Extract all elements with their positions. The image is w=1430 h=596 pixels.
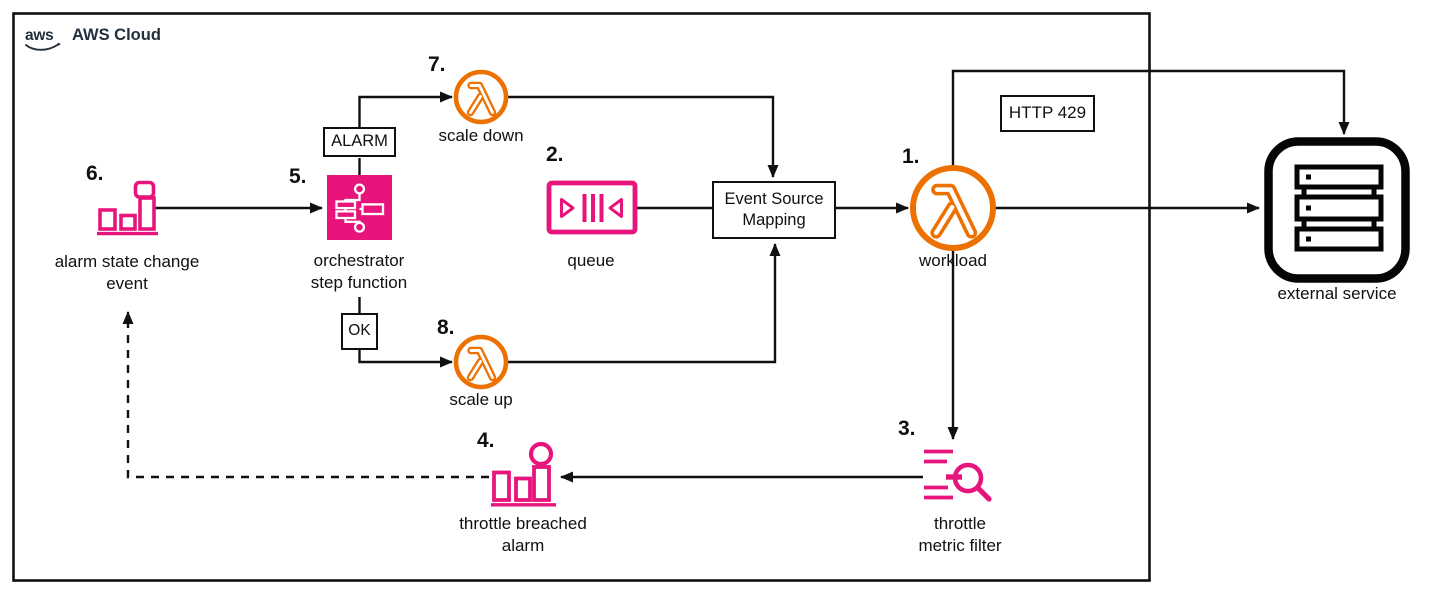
aws-cloud-label: AWS Cloud (72, 26, 161, 44)
step-number-7: 7. (428, 53, 446, 76)
orchestrator-label: orchestrator step function (311, 250, 407, 295)
step-number-3: 3. (898, 417, 916, 440)
conn-alarm-box-to-scale-down (358, 91, 453, 127)
event-source-mapping-line1: Event Source (724, 189, 824, 208)
lambda-icon (910, 165, 996, 251)
step-number-8: 8. (437, 316, 455, 339)
metric-filter-label-line2: metric filter (918, 536, 1002, 556)
lambda-icon (453, 334, 509, 390)
conn-workload-to-external-top (951, 69, 1350, 167)
cloudwatch-alarm-icon (491, 441, 556, 507)
event-source-mapping-text: Event Source Mapping (724, 189, 823, 232)
conn-breached-alarm-to-alarm-event-dashed (122, 311, 489, 479)
alarm-event-label-line1: alarm state change (54, 252, 200, 271)
aws-cloud-boundary (12, 12, 1151, 582)
step-number-6: 6. (86, 162, 104, 185)
step-number-2: 2. (546, 143, 564, 166)
step-functions-icon (327, 175, 392, 240)
breached-alarm-label-line1: throttle breached (459, 514, 587, 533)
step-number-5: 5. (289, 165, 307, 188)
ok-state-box: OK (341, 313, 378, 350)
breached-alarm-label-line2: alarm (501, 536, 545, 556)
step-number-4: 4. (477, 429, 495, 452)
server-icon (1264, 137, 1410, 283)
breached-alarm-label: throttle breached alarm (459, 513, 587, 558)
conn-scale-down-to-esm (506, 95, 779, 178)
alarm-event-label-line2: event (106, 274, 148, 294)
lambda-icon (453, 69, 509, 125)
alarm-state-box: ALARM (323, 127, 396, 157)
event-source-mapping-box: Event Source Mapping (712, 181, 836, 239)
sqs-queue-icon (546, 180, 638, 235)
metric-filter-label: throttle metric filter (918, 513, 1001, 558)
event-source-mapping-line2: Mapping (742, 211, 806, 229)
workload-label: workload (918, 251, 988, 270)
queue-label: queue (567, 251, 615, 270)
scale-down-label: scale down (438, 126, 524, 145)
scale-up-label: scale up (449, 390, 513, 409)
metric-filter-label-line1: throttle (934, 514, 986, 533)
http-429-box: HTTP 429 (1000, 95, 1095, 132)
svg-text:aws: aws (25, 27, 53, 44)
conn-scale-up-to-esm (506, 243, 781, 364)
aws-logo: aws (25, 27, 61, 51)
external-service-label: external service (1277, 284, 1397, 303)
orchestrator-label-line2: step function (310, 273, 408, 293)
conn-ok-box-to-scale-up (358, 350, 453, 368)
orchestrator-label-line1: orchestrator (313, 251, 405, 270)
metric-filter-icon (924, 449, 992, 502)
step-number-1: 1. (902, 145, 920, 168)
cloudwatch-alarm-icon (97, 180, 158, 236)
alarm-event-label: alarm state change event (55, 251, 200, 296)
